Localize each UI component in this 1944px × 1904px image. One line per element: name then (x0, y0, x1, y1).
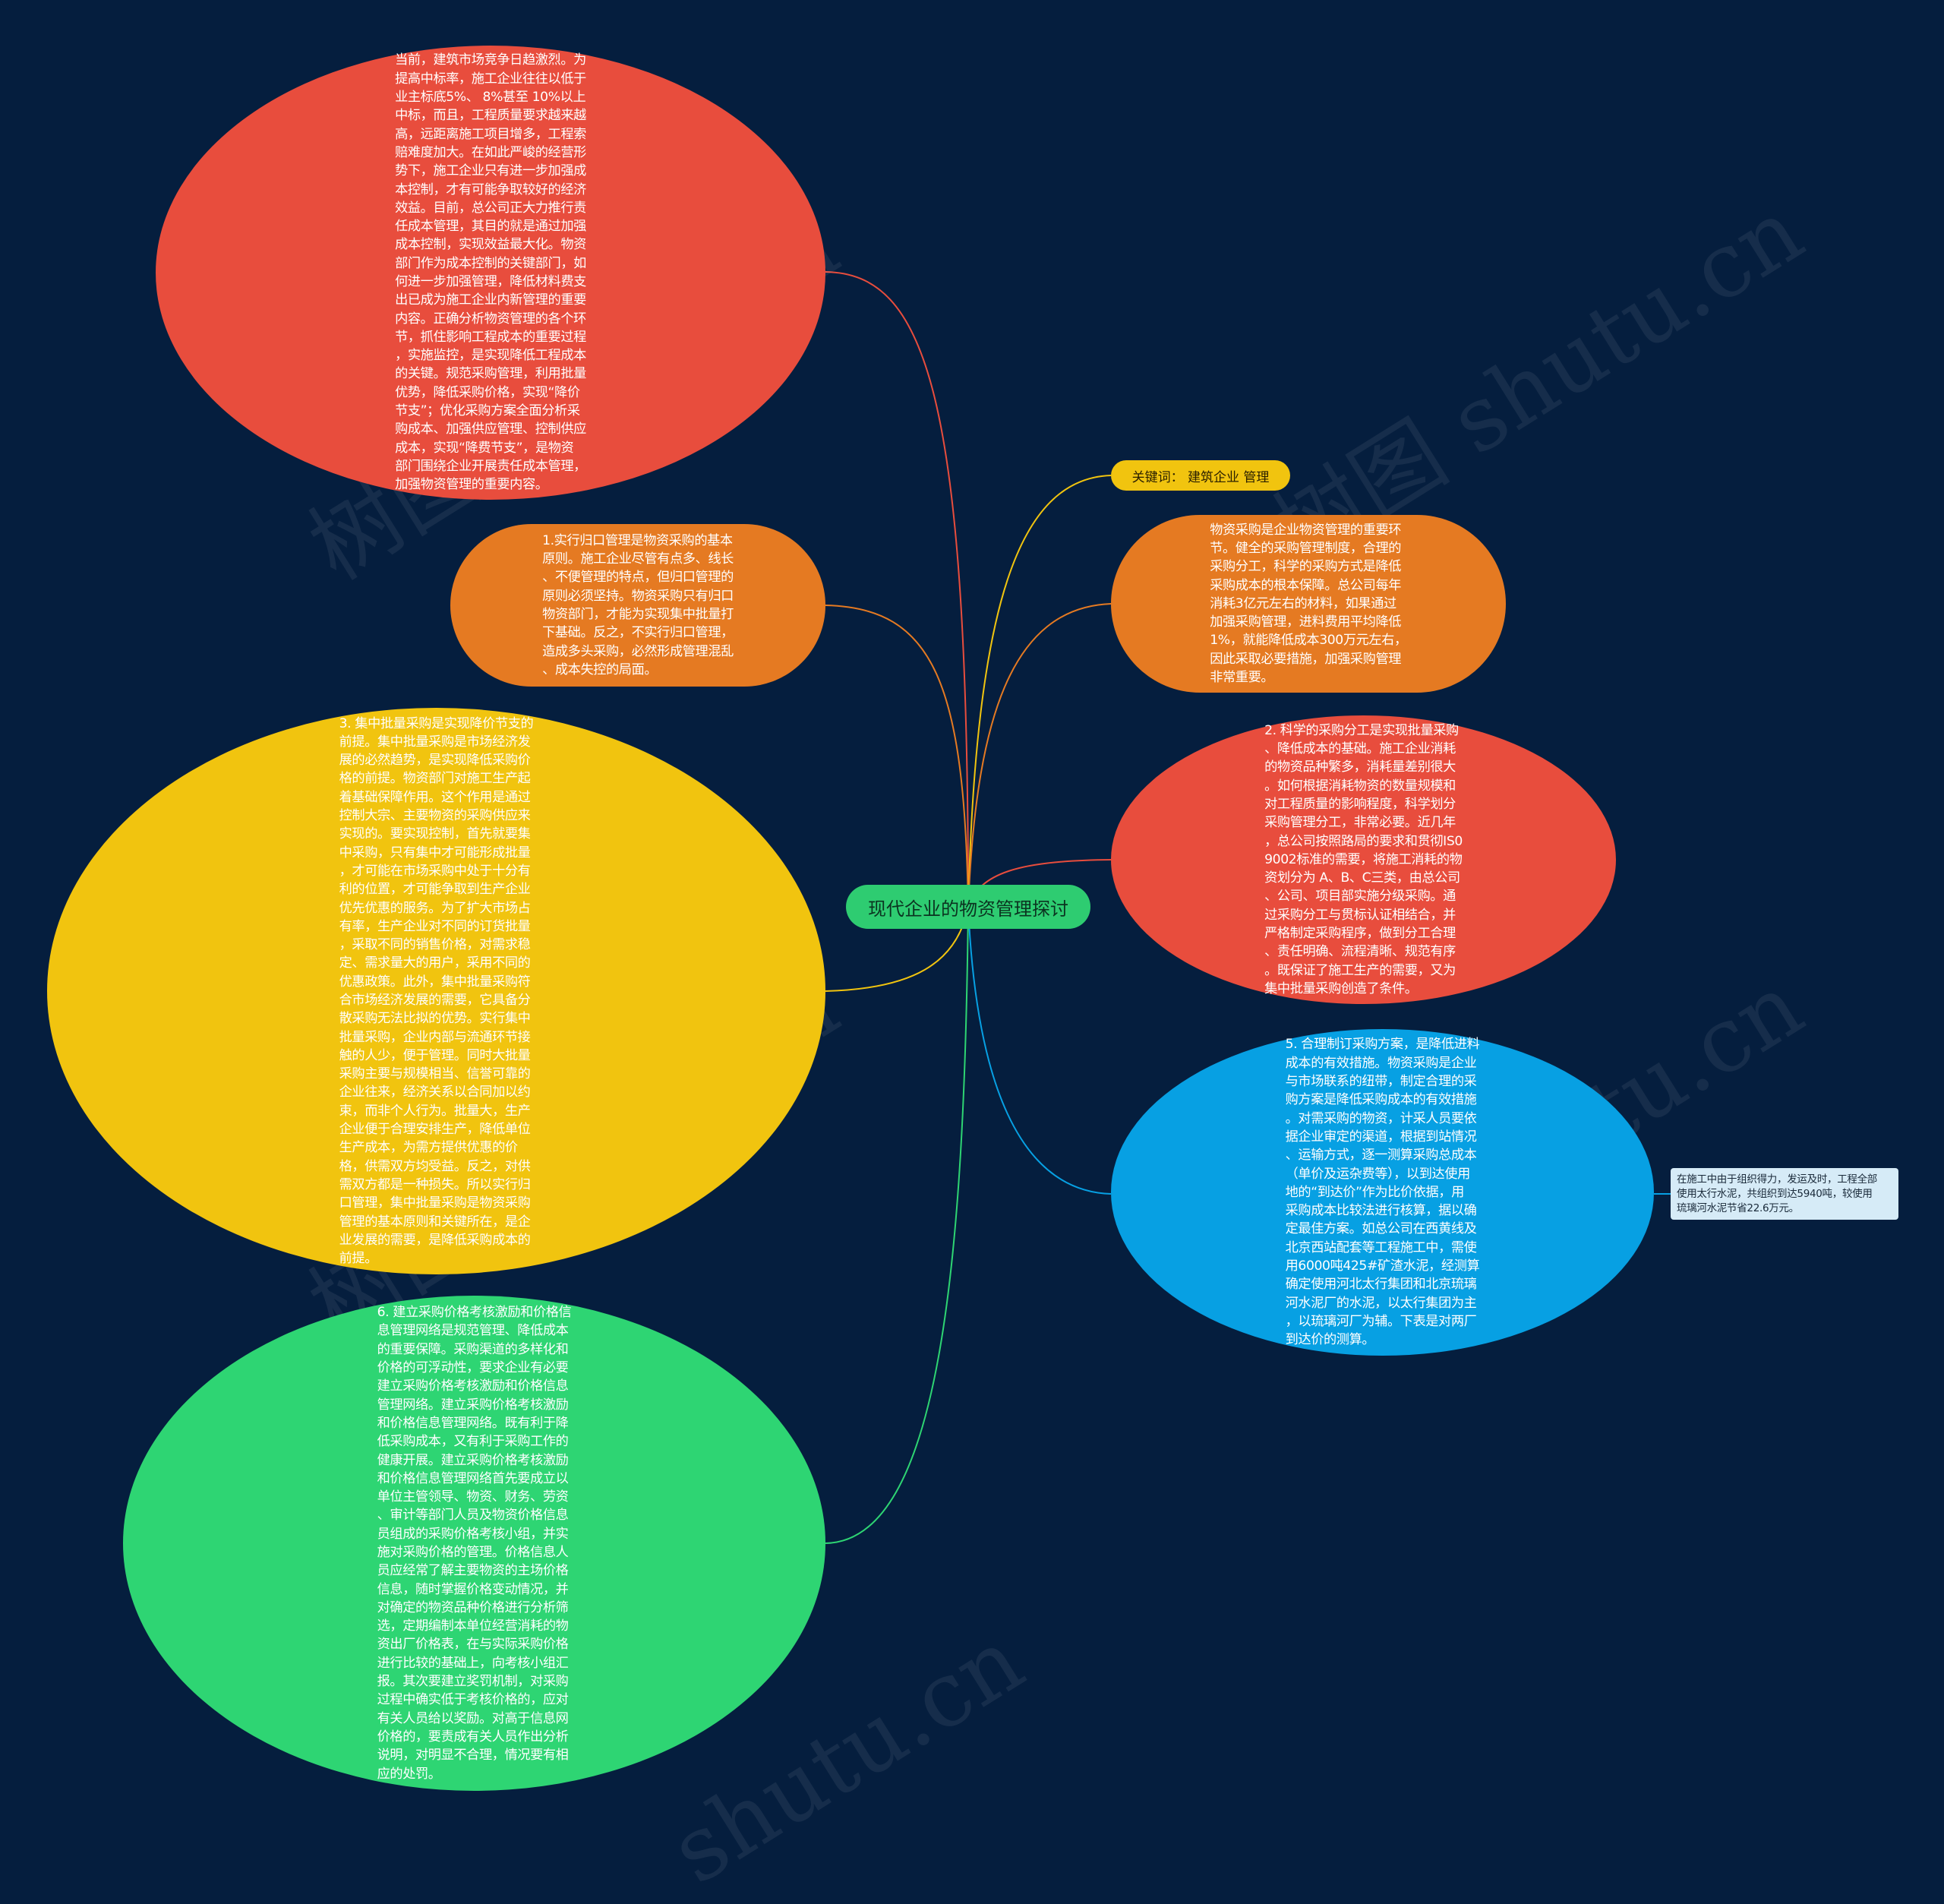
principle-6-text: 6. 建立采购价格考核激励和价格信 息管理网络是规范管理、降低成本 的重要保障。… (377, 1305, 572, 1782)
link-p5 (967, 906, 1112, 1195)
intro-text: 当前，建筑市场竞争日趋激烈。为 提高中标率，施工企业往往以低于 业主标底5%、 … (395, 52, 586, 493)
principle-6-node[interactable]: 6. 建立采购价格考核激励和价格信 息管理网络是规范管理、降低成本 的重要保障。… (123, 1296, 825, 1791)
principle-5-node[interactable]: 5. 合理制订采购方案，是降低进料 成本的有效措施。物资采购是企业 与市场联系的… (1111, 1029, 1654, 1356)
principle-1-text: 1.实行归口管理是物资采购的基本 原则。施工企业尽管有点多、线长 、不便管理的特… (542, 532, 734, 677)
procurement-text: 物资采购是企业物资管理的重要环 节。健全的采购管理制度，合理的 采购分工，科学的… (1210, 522, 1407, 686)
central-topic-label: 现代企业的物资管理探讨 (868, 898, 1068, 920)
note-text: 在施工中由于组织得力，发运及时，工程全部 使用太行水泥，共组织到达5940吨，较… (1677, 1173, 1877, 1214)
principle-3-text: 3. 集中批量采购是实现降价节支的 前提。集中批量采购是市场经济发 展的必然趋势… (339, 715, 534, 1267)
principle-3-node[interactable]: 3. 集中批量采购是实现降价节支的 前提。集中批量采购是市场经济发 展的必然趋势… (47, 708, 825, 1274)
central-topic[interactable]: 现代企业的物资管理探讨 (846, 885, 1090, 929)
note-node[interactable]: 在施工中由于组织得力，发运及时，工程全部 使用太行水泥，共组织到达5940吨，较… (1671, 1168, 1898, 1220)
principle-2-node[interactable]: 2. 科学的采购分工是实现批量采购 、降低成本的基础。施工企业消耗 的物资品种繁… (1111, 715, 1616, 1004)
link-keywords (967, 475, 1112, 908)
link-intro (825, 271, 969, 908)
intro-node[interactable]: 当前，建筑市场竞争日趋激烈。为 提高中标率，施工企业往往以低于 业主标底5%、 … (156, 46, 825, 500)
link-p6 (825, 906, 969, 1544)
keywords-label: 关键词： 建筑企业 管理 (1131, 469, 1270, 485)
principle-5-text: 5. 合理制订采购方案，是降低进料 成本的有效措施。物资采购是企业 与市场联系的… (1285, 1037, 1480, 1348)
procurement-node[interactable]: 物资采购是企业物资管理的重要环 节。健全的采购管理制度，合理的 采购分工，科学的… (1111, 515, 1506, 693)
principle-2-text: 2. 科学的采购分工是实现批量采购 、降低成本的基础。施工企业消耗 的物资品种繁… (1264, 722, 1463, 996)
principle-1-node[interactable]: 1.实行归口管理是物资采购的基本 原则。施工企业尽管有点多、线长 、不便管理的特… (450, 524, 825, 687)
keywords-node[interactable]: 关键词： 建筑企业 管理 (1111, 460, 1290, 491)
link-p1 (825, 605, 969, 908)
link-procurement (967, 603, 1112, 908)
